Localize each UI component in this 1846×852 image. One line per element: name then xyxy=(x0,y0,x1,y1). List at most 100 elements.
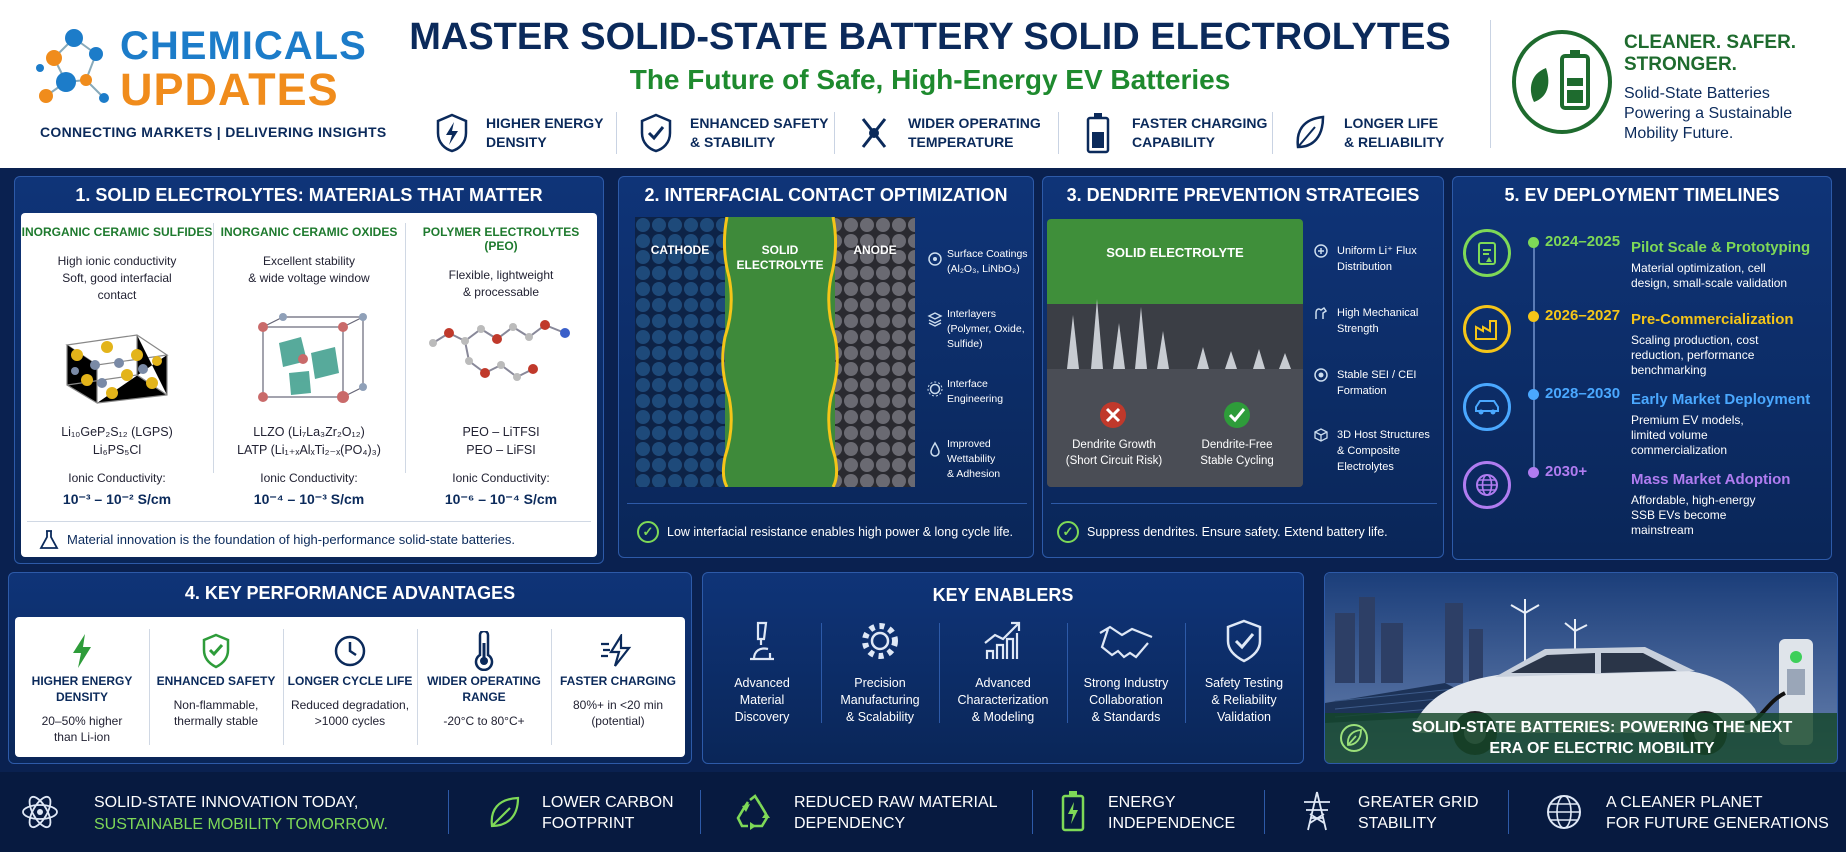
panel-title: 4. KEY PERFORMANCE ADVANTAGES xyxy=(184,583,516,603)
divider xyxy=(283,629,284,745)
header-feature: WIDER OPERATING TEMPERATURE xyxy=(854,108,1041,158)
panel-title: 1. SOLID ELECTROLYTES: MATERIALS THAT MA… xyxy=(75,185,543,205)
globe-icon xyxy=(1463,461,1511,509)
panel-footer-text: Material innovation is the foundation of… xyxy=(67,532,516,547)
conductivity-value: 10⁻³ – 10⁻² S/cm xyxy=(62,491,172,507)
material-column: INORGANIC CERAMIC SULFIDES High ionic co… xyxy=(21,213,213,557)
atom-icon xyxy=(22,795,58,829)
material-heading: INORGANIC CERAMIC OXIDES xyxy=(220,225,398,239)
advantage-description: Non-flammable, thermally stable xyxy=(173,698,259,728)
conductivity-value: 10⁻⁴ – 10⁻³ S/cm xyxy=(253,491,365,507)
footer-item-label: A CLEANER PLANET FOR FUTURE GENERATIONS xyxy=(1606,794,1829,832)
sulfide-crystal-icon xyxy=(65,334,169,405)
strategy-label: High Mechanical Strength xyxy=(1337,307,1419,335)
divider xyxy=(27,521,591,522)
enabler-label: Safety Testing & Reliability Validation xyxy=(1204,676,1284,724)
timeline-dot xyxy=(1528,237,1539,248)
ev-image-panel: SOLID-STATE BATTERIES: POWERING THE NEXT… xyxy=(1324,572,1838,764)
material-description: Excellent stability & wide voltage windo… xyxy=(248,254,370,285)
conductivity-label: Ionic Conductivity: xyxy=(260,471,358,485)
material-heading: POLYMER ELECTROLYTES (PEO) xyxy=(422,225,580,253)
divider xyxy=(939,623,940,723)
leaf-icon xyxy=(490,796,520,828)
timeline-year: 2028–2030 xyxy=(1545,385,1621,402)
timeline-year: 2030+ xyxy=(1545,463,1588,480)
panel-title: 2. INTERFACIAL CONTACT OPTIMIZATION xyxy=(644,185,1008,205)
panel-title: KEY ENABLERS xyxy=(932,585,1074,605)
page-subtitle: The Future of Safe, High-Energy EV Batte… xyxy=(629,64,1231,95)
divider xyxy=(821,623,822,723)
enabler-label: Advanced Material Discovery xyxy=(734,676,790,724)
timeline-heading: Early Market Deployment xyxy=(1631,391,1811,408)
enabler-item: Safety Testing & Reliability Validation xyxy=(1185,613,1303,726)
divider xyxy=(1272,112,1273,154)
header-feature: HIGHER ENERGY DENSITY xyxy=(432,108,603,158)
interface-panel: 2. INTERFACIAL CONTACT OPTIMIZATION CATH… xyxy=(618,176,1034,558)
material-description: Flexible, lightweight & processable xyxy=(448,268,554,299)
dendrite-panel: 3. DENDRITE PREVENTION STRATEGIES SOLID … xyxy=(1042,176,1444,558)
feature-label: WIDER OPERATING TEMPERATURE xyxy=(908,115,1041,150)
footer-lead-green: SUSTAINABLE MOBILITY TOMORROW. xyxy=(94,816,388,833)
eco-battery-badge-icon xyxy=(1512,30,1612,134)
brand-name-line2: UPDATES xyxy=(120,64,339,115)
header: CHEMICALS UPDATES CONNECTING MARKETS | D… xyxy=(0,0,1846,168)
divider xyxy=(448,790,449,834)
enabler-label: Advanced Characterization & Modeling xyxy=(957,676,1049,724)
header-feature: LONGER LIFE & RELIABILITY xyxy=(1290,108,1444,158)
check-circle-icon: ✓ xyxy=(1057,521,1079,543)
material-formula: PEO – LiTFSI PEO – LiFSI xyxy=(462,425,540,457)
material-formula: Li₁₀GeP₂S₁₂ (LGPS) Li₆PS₅Cl xyxy=(61,425,173,457)
feature-label: ENHANCED SAFETY & STABILITY xyxy=(690,115,829,150)
slogan-title: CLEANER. SAFER. STRONGER. xyxy=(1624,32,1797,75)
molecule-logo-icon xyxy=(36,29,109,103)
temperature-cross-icon xyxy=(854,111,894,155)
divider xyxy=(551,629,552,745)
divider xyxy=(1508,790,1509,834)
footer-item-label: REDUCED RAW MATERIAL DEPENDENCY xyxy=(794,794,998,832)
timeline-year: 2024–2025 xyxy=(1545,233,1621,250)
recycle-icon xyxy=(736,794,770,830)
conductivity-label: Ionic Conductivity: xyxy=(452,471,550,485)
timeline-heading: Pilot Scale & Prototyping xyxy=(1631,239,1811,256)
enabler-item: Precision Manufacturing & Scalability xyxy=(821,613,939,726)
advantage-description: 20–50% higher than Li-ion xyxy=(41,714,123,744)
cathode-label: CATHODE xyxy=(650,243,710,257)
clock-icon xyxy=(283,629,417,673)
shield-check-icon xyxy=(1185,613,1303,669)
feature-label: HIGHER ENERGY DENSITY xyxy=(486,115,604,150)
footer-item-label: ENERGY INDEPENDENCE xyxy=(1108,794,1236,832)
footer xyxy=(0,772,1846,852)
droplet-icon xyxy=(930,441,940,457)
strategy-label: Interlayers (Polymer, Oxide, Sulfide) xyxy=(947,308,1025,350)
feature-label: LONGER LIFE & RELIABILITY xyxy=(1344,115,1445,150)
battery-icon xyxy=(1061,791,1085,832)
brand-name-line1: CHEMICALS xyxy=(120,24,367,68)
advantages-box: HIGHER ENERGY DENSITY 20–50% higher than… xyxy=(15,617,685,757)
flask-icon xyxy=(39,530,59,549)
interface-diagram: CATHODE SOLID ELECTROLYTE ANODE xyxy=(635,217,915,487)
car-icon xyxy=(1463,383,1511,431)
conductivity-value: 10⁻⁶ – 10⁻⁴ S/cm xyxy=(444,491,558,507)
enablers-panel: KEY ENABLERS Advanced Material Discovery… xyxy=(702,572,1304,764)
material-formula: LLZO (Li₇La₃Zr₂O₁₂) LATP (Li₁₊ₓAlₓTi₂₋ₓ(… xyxy=(237,425,381,457)
dendrite-diagram: SOLID ELECTROLYTE Dendrite Growth (Short… xyxy=(1047,219,1303,487)
header-feature: FASTER CHARGING CAPABILITY xyxy=(1078,108,1267,158)
advantage-heading: LONGER CYCLE LIFE xyxy=(287,674,413,688)
panel-title: 3. DENDRITE PREVENTION STRATEGIES xyxy=(1066,185,1420,205)
battery-icon xyxy=(1078,111,1118,155)
strategy-label: Surface Coatings (Al₂O₃, LiNbO₃) xyxy=(947,248,1028,275)
clipboard-flask-icon xyxy=(1463,229,1511,277)
timeline-description: Scaling production, cost reduction, perf… xyxy=(1631,333,1759,377)
footer-item-label: LOWER CARBON FOOTPRINT xyxy=(542,794,674,832)
strategy-label: Uniform Li⁺ Flux Distribution xyxy=(1337,245,1417,273)
materials-panel: 1. SOLID ELECTROLYTES: MATERIALS THAT MA… xyxy=(14,176,604,564)
divider xyxy=(417,629,418,745)
advantage-heading: WIDER OPERATING RANGE xyxy=(427,674,541,704)
divider xyxy=(149,629,150,745)
advantage-item: HIGHER ENERGY DENSITY 20–50% higher than… xyxy=(15,617,149,757)
divider xyxy=(700,790,701,834)
electrolyte-label: SOLID ELECTROLYTE xyxy=(1106,245,1244,260)
polymer-chain-icon xyxy=(429,320,570,381)
material-column: INORGANIC CERAMIC OXIDES Excellent stabi… xyxy=(213,213,405,557)
timeline-description: Affordable, high-energy SSB EVs become m… xyxy=(1631,493,1756,537)
